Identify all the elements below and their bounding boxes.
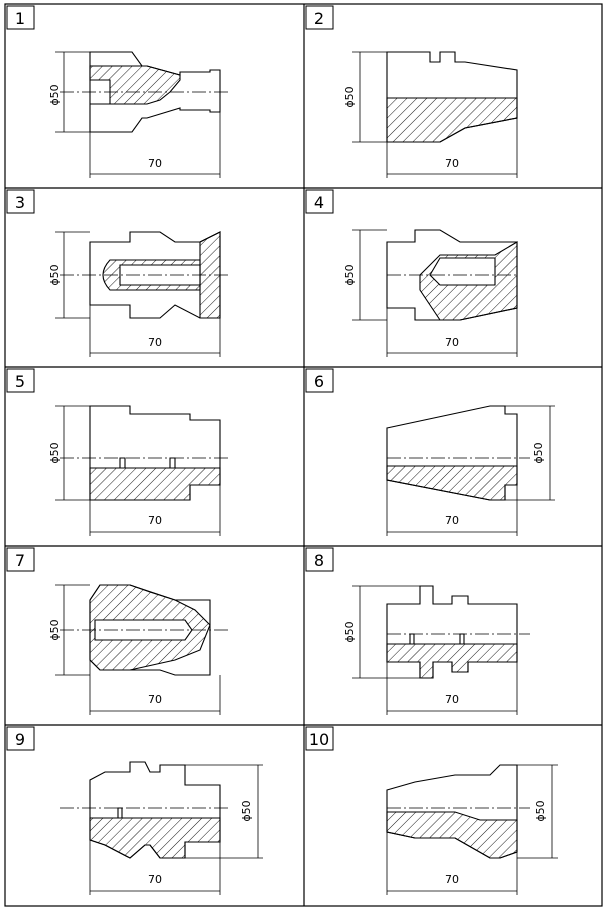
diameter-label: ϕ50 [240, 800, 253, 821]
panel-9: 9 ϕ50 70 [6, 726, 263, 895]
panel-number: 5 [15, 372, 25, 391]
length-label: 70 [148, 693, 162, 706]
section-hatch [89, 817, 221, 859]
part-drawing [60, 761, 230, 859]
length-label: 70 [148, 336, 162, 349]
length-label: 70 [445, 693, 459, 706]
dimension-diameter [352, 51, 387, 143]
panel-7: 7 ϕ50 70 [6, 547, 230, 715]
panel-4: 4 ϕ50 70 [305, 189, 518, 357]
panel-number-box [305, 726, 334, 751]
panel-number-box [6, 189, 35, 214]
diameter-label: ϕ50 [48, 619, 61, 640]
dimension-length [89, 485, 221, 536]
dimension-diameter [55, 51, 90, 133]
dimension-length [386, 662, 518, 715]
panel-number: 2 [314, 9, 324, 28]
panel-number: 8 [314, 551, 324, 570]
dimension-length [386, 308, 518, 357]
section-hatch [386, 643, 518, 679]
dimension-diameter [352, 585, 420, 679]
panel-grid [4, 3, 603, 907]
panel-number-box [305, 189, 334, 214]
dimension-diameter [517, 764, 558, 859]
dimension-diameter [55, 584, 90, 676]
diameter-label: ϕ50 [48, 442, 61, 463]
section-hatch [89, 65, 181, 105]
panel-6: 6 ϕ50 70 [305, 368, 555, 536]
dimension-diameter [505, 405, 555, 501]
part-drawing [386, 764, 530, 859]
part-drawing [60, 231, 230, 319]
panel-8: 8 ϕ50 70 [305, 547, 530, 715]
panel-number: 6 [314, 372, 324, 391]
diameter-label: ϕ50 [343, 86, 356, 107]
section-hatch [386, 811, 518, 859]
part-drawing [60, 51, 230, 133]
dimension-diameter [185, 764, 263, 859]
panel-number-box [6, 368, 35, 393]
dimension-length [89, 840, 221, 895]
panel-number-box [6, 726, 35, 751]
length-label: 70 [148, 873, 162, 886]
panel-number: 9 [15, 730, 25, 749]
dimension-length [386, 480, 518, 536]
dimension-length [89, 112, 221, 178]
dimension-diameter [352, 229, 387, 321]
part-drawing [386, 405, 530, 501]
part-drawing [386, 229, 518, 321]
section-hatch [386, 97, 518, 143]
length-label: 70 [445, 873, 459, 886]
panel-number-box [305, 547, 334, 572]
dimension-length [386, 118, 518, 178]
length-label: 70 [445, 336, 459, 349]
section-hatch [89, 467, 221, 501]
part-drawing [386, 585, 530, 679]
part-drawing [60, 405, 230, 501]
panel-2: 2 ϕ50 70 [305, 5, 518, 178]
diameter-label: ϕ50 [534, 800, 547, 821]
panel-number: 10 [309, 730, 329, 749]
panel-number-box [305, 368, 334, 393]
panel-3: 3 ϕ50 70 [6, 189, 230, 357]
panel-number: 3 [15, 193, 25, 212]
panel-10: 10 ϕ50 70 [305, 726, 558, 895]
panel-number-box [6, 5, 35, 30]
panel-number-box [6, 547, 35, 572]
diameter-label: ϕ50 [48, 264, 61, 285]
dimension-diameter [55, 405, 90, 501]
diameter-label: ϕ50 [48, 84, 61, 105]
diameter-label: ϕ50 [532, 442, 545, 463]
length-label: 70 [148, 514, 162, 527]
part-drawing [60, 584, 230, 676]
panel-number-box [305, 5, 334, 30]
diameter-label: ϕ50 [343, 264, 356, 285]
part-drawing [386, 51, 518, 143]
panel-number: 4 [314, 193, 324, 212]
dimension-length [89, 660, 221, 715]
length-label: 70 [148, 157, 162, 170]
dimension-length [386, 832, 518, 895]
diameter-label: ϕ50 [343, 621, 356, 642]
panel-number: 1 [15, 9, 25, 28]
panel-number: 7 [15, 551, 25, 570]
length-label: 70 [445, 514, 459, 527]
section-hatch [386, 465, 518, 501]
dimension-diameter [55, 231, 90, 319]
length-label: 70 [445, 157, 459, 170]
dimension-length [89, 305, 221, 357]
panel-1: 1 ϕ50 70 [6, 5, 230, 178]
panel-5: 5 ϕ50 70 [6, 368, 230, 536]
